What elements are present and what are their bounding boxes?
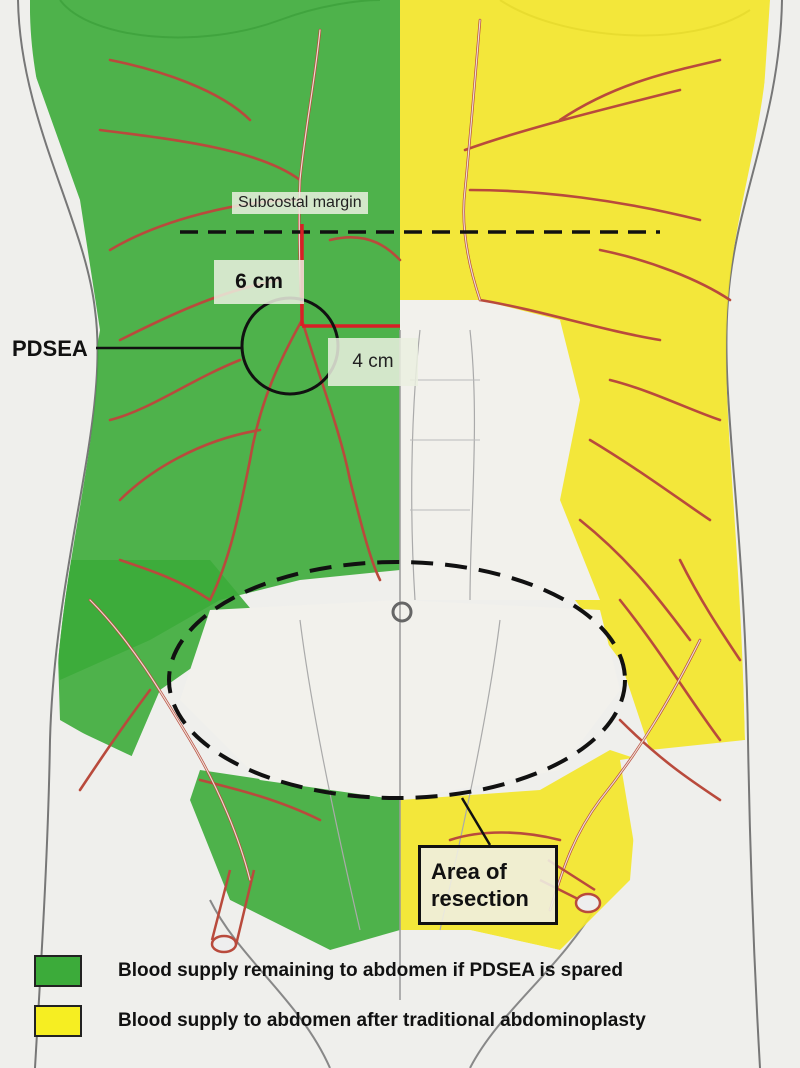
resection-ellipse <box>167 560 627 800</box>
legend-text-green: Blood supply remaining to abdomen if PDS… <box>118 960 623 981</box>
legend-text-yellow: Blood supply to abdomen after traditiona… <box>118 1010 646 1031</box>
green-swatch <box>34 955 82 987</box>
four-cm-label: 4 cm <box>328 338 418 386</box>
green-region-upper <box>30 0 400 680</box>
body-outline <box>17 0 99 1068</box>
yellow-swatch <box>34 1005 82 1037</box>
subcostal-margin-label: Subcostal margin <box>232 192 368 214</box>
six-cm-label: 6 cm <box>214 260 304 304</box>
navel <box>391 601 413 623</box>
area-pointer <box>460 797 492 846</box>
legend-item-green: Blood supply remaining to abdomen if PDS… <box>34 953 623 989</box>
legend-item-yellow: Blood supply to abdomen after traditiona… <box>34 1003 646 1039</box>
pdsea-label: PDSEA <box>12 336 88 361</box>
left-vessel-stump <box>210 869 256 946</box>
